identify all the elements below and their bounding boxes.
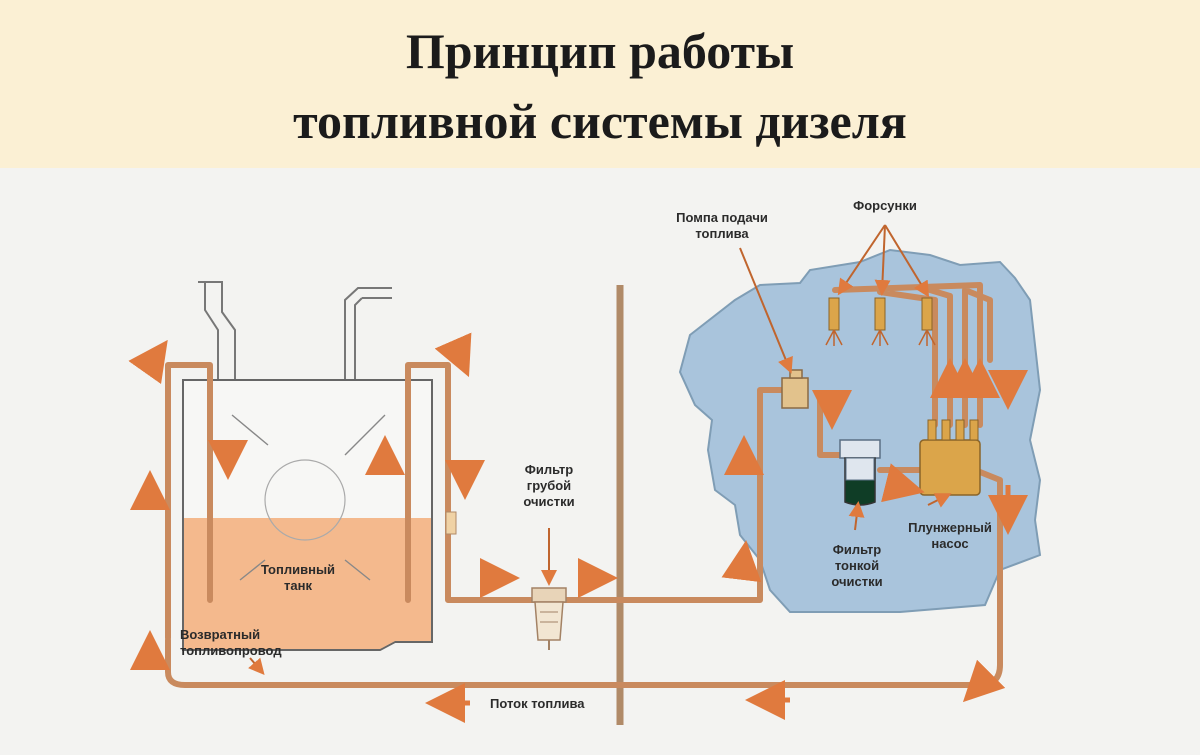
flow-arrows — [128, 332, 1028, 723]
fine-filter — [839, 439, 881, 506]
label-coarse-filter: Фильтр — [525, 462, 574, 477]
plunger-pump — [919, 419, 981, 496]
label-fine-filter: Фильтр — [833, 542, 882, 557]
return-valve — [445, 511, 457, 535]
leader-lines — [248, 224, 952, 676]
title-band: Принцип работы топливной системы дизеля — [0, 0, 1200, 168]
label-plunger-pump: Плунжерный — [908, 520, 992, 535]
label-return-line: Возвратный — [180, 627, 260, 642]
label-fuel-tank: Топливный — [261, 562, 335, 577]
title-line-2: топливной системы дизеля — [293, 93, 907, 149]
coarse-filter — [531, 587, 567, 650]
diagram-stage: Помпа подачи топлива Форсунки Фильтр гру… — [0, 168, 1200, 750]
label-pump-supply: топлива — [695, 226, 749, 241]
fuel-system-diagram: Помпа подачи топлива Форсунки Фильтр гру… — [128, 198, 1042, 725]
label-fine-filter: очистки — [831, 574, 882, 589]
label-coarse-filter: очистки — [523, 494, 574, 509]
injectors — [825, 297, 936, 346]
label-injectors: Форсунки — [853, 198, 917, 213]
label-pump-supply: Помпа подачи — [676, 210, 768, 225]
label-return-line: топливопровод — [180, 643, 282, 658]
title-line-1: Принцип работы — [405, 23, 795, 79]
label-fuel-flow: Поток топлива — [490, 696, 585, 711]
label-fine-filter: тонкой — [835, 558, 879, 573]
label-plunger-pump: насос — [931, 536, 968, 551]
feed-pump — [781, 369, 809, 409]
label-fuel-tank: танк — [284, 578, 312, 593]
fuel-tank — [182, 281, 433, 651]
label-coarse-filter: грубой — [527, 478, 571, 493]
